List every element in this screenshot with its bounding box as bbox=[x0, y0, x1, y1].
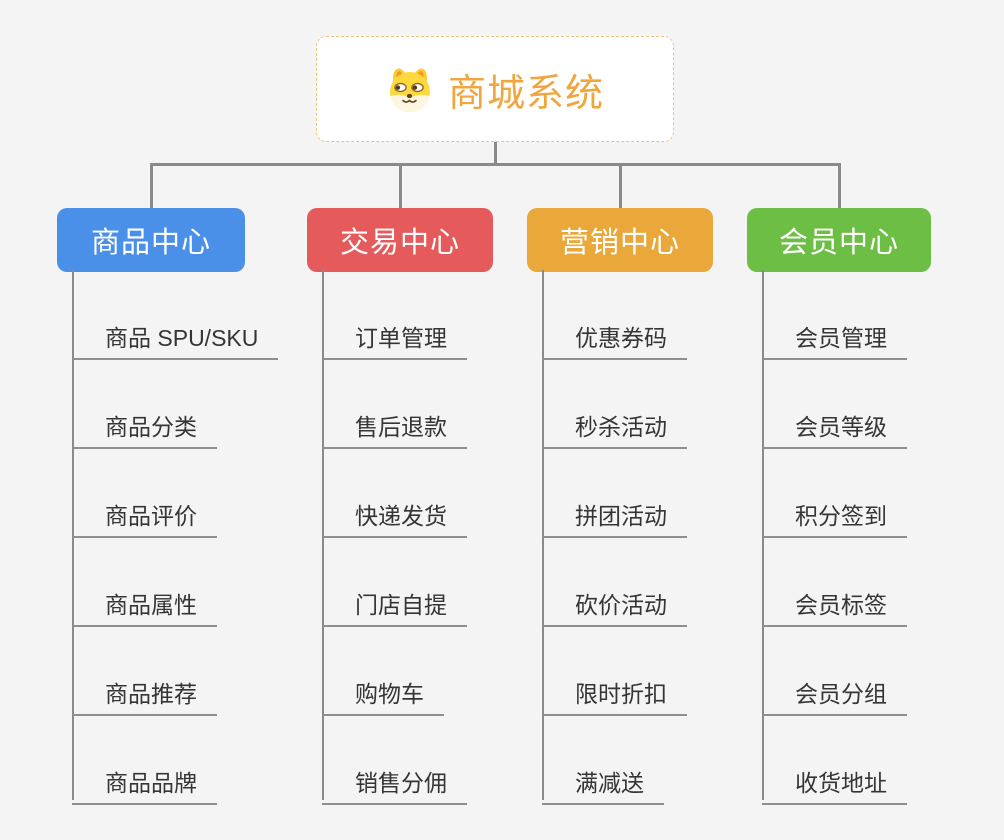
leaf-node[interactable]: 商品属性 bbox=[72, 574, 217, 627]
branch-node[interactable]: 交易中心 bbox=[307, 208, 493, 272]
leaf-node[interactable]: 快递发货 bbox=[322, 485, 467, 538]
branch-node[interactable]: 营销中心 bbox=[527, 208, 713, 272]
leaf-node[interactable]: 会员分组 bbox=[762, 663, 907, 716]
leaf-node[interactable]: 会员等级 bbox=[762, 396, 907, 449]
branch-trunk-line bbox=[322, 270, 324, 800]
connector-line bbox=[618, 163, 622, 208]
leaf-node[interactable]: 门店自提 bbox=[322, 574, 467, 627]
leaf-node[interactable]: 商品 SPU/SKU bbox=[72, 307, 279, 360]
root-node[interactable]: 商城系统 bbox=[316, 36, 674, 142]
leaf-node[interactable]: 销售分佣 bbox=[322, 752, 467, 805]
branch-trunk-line bbox=[762, 270, 764, 800]
leaf-node[interactable]: 收货地址 bbox=[762, 752, 907, 805]
root-title: 商城系统 bbox=[447, 72, 604, 115]
leaf-node[interactable]: 限时折扣 bbox=[542, 663, 687, 716]
leaf-node[interactable]: 商品分类 bbox=[72, 396, 217, 449]
connector-line bbox=[398, 163, 402, 208]
leaf-node[interactable]: 商品品牌 bbox=[72, 752, 217, 805]
leaf-node[interactable]: 会员管理 bbox=[762, 307, 907, 360]
branch-trunk-line bbox=[72, 270, 74, 800]
connector-line bbox=[493, 142, 497, 166]
leaf-node[interactable]: 商品推荐 bbox=[72, 663, 217, 716]
dog-face-icon bbox=[386, 65, 434, 113]
leaf-node[interactable]: 订单管理 bbox=[322, 307, 467, 360]
connector-line bbox=[149, 163, 153, 208]
leaf-node[interactable]: 砍价活动 bbox=[542, 574, 687, 627]
leaf-node[interactable]: 优惠券码 bbox=[542, 307, 687, 360]
leaf-node[interactable]: 商品评价 bbox=[72, 485, 217, 538]
leaf-node[interactable]: 购物车 bbox=[322, 663, 444, 716]
connector-line bbox=[151, 163, 839, 166]
branch-node[interactable]: 商品中心 bbox=[57, 208, 245, 272]
leaf-node[interactable]: 拼团活动 bbox=[542, 485, 687, 538]
leaf-node[interactable]: 会员标签 bbox=[762, 574, 907, 627]
leaf-node[interactable]: 秒杀活动 bbox=[542, 396, 687, 449]
branch-node[interactable]: 会员中心 bbox=[747, 208, 931, 272]
branch-trunk-line bbox=[542, 270, 544, 800]
leaf-node[interactable]: 积分签到 bbox=[762, 485, 907, 538]
leaf-node[interactable]: 满减送 bbox=[542, 752, 664, 805]
leaf-node[interactable]: 售后退款 bbox=[322, 396, 467, 449]
connector-line bbox=[837, 163, 841, 208]
